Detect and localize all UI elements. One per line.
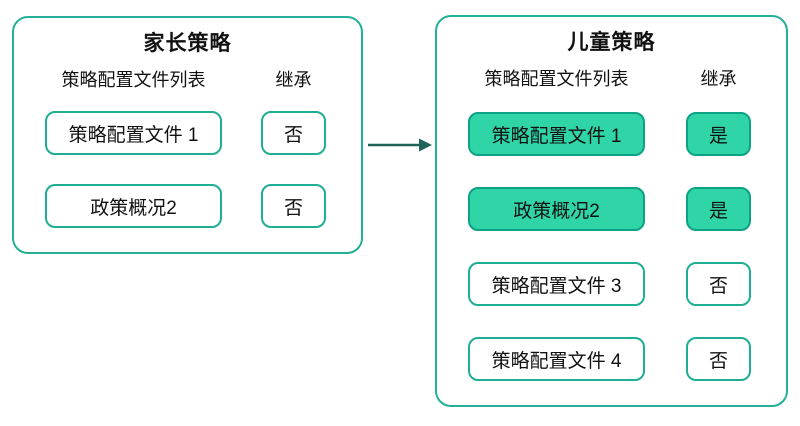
parent-panel-header: 策略配置文件列表 继承 [14,69,361,91]
policy-profile-box: 策略配置文件 4 [468,337,645,381]
policy-profile-box: 策略配置文件 1 [468,112,645,156]
parent-policy-rows: 策略配置文件 1 否 政策概况2 否 [14,111,361,228]
inheritance-arrow-icon [366,134,434,156]
policy-profile-row: 策略配置文件 4 否 [468,337,751,381]
inheritance-badge: 否 [686,262,751,306]
policy-profile-row-inherited: 政策概况2 是 [468,187,751,231]
profiles-column-header: 策略配置文件列表 [484,69,629,89]
policy-profile-box: 策略配置文件 3 [468,262,645,306]
child-policy-panel: 儿童策略 策略配置文件列表 继承 策略配置文件 1 是 政策概况2 是 策略配置… [435,15,788,407]
inheritance-badge: 是 [686,112,751,156]
policy-profile-row: 策略配置文件 3 否 [468,262,751,306]
inheritance-badge: 否 [261,111,326,155]
child-panel-header: 策略配置文件列表 继承 [437,68,786,90]
policy-profile-row-inherited: 策略配置文件 1 是 [468,112,751,156]
inheritance-column-header: 继承 [275,70,312,90]
policy-profile-row: 政策概况2 否 [45,184,326,228]
policy-profile-box: 策略配置文件 1 [45,111,222,155]
profiles-column-header: 策略配置文件列表 [61,70,206,90]
policy-profile-box: 政策概况2 [468,187,645,231]
child-policy-rows: 策略配置文件 1 是 政策概况2 是 策略配置文件 3 否 策略配置文件 4 否 [437,112,786,381]
inheritance-badge: 否 [261,184,326,228]
inheritance-badge: 是 [686,187,751,231]
policy-profile-row: 策略配置文件 1 否 [45,111,326,155]
policy-profile-box: 政策概况2 [45,184,222,228]
parent-policy-panel: 家长策略 策略配置文件列表 继承 策略配置文件 1 否 政策概况2 否 [12,16,363,254]
parent-panel-title: 家长策略 [143,32,232,55]
inheritance-column-header: 继承 [700,69,737,89]
child-panel-title: 儿童策略 [567,31,656,54]
inheritance-badge: 否 [686,337,751,381]
